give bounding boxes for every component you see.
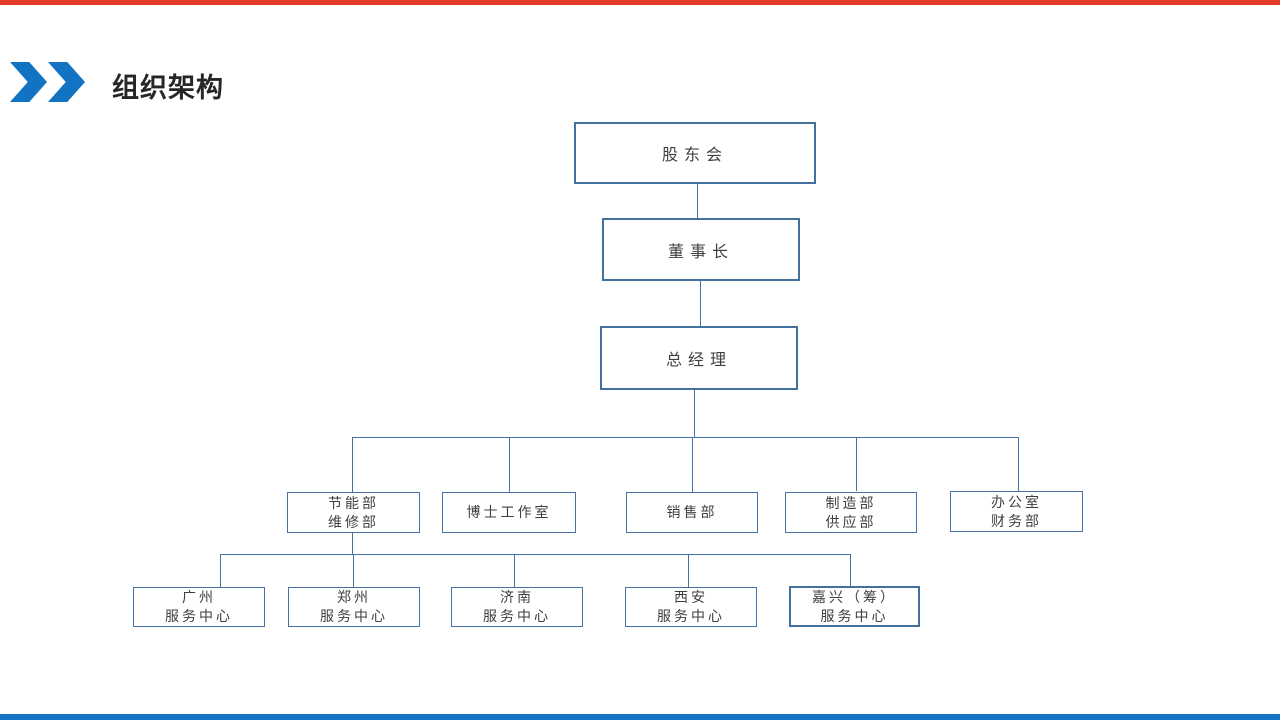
org-node-label: 博士工作室 xyxy=(466,504,552,520)
org-node-label: 制造部 xyxy=(825,494,877,511)
chevron-right-icon xyxy=(10,62,47,102)
org-node-label: 西安 xyxy=(674,589,708,605)
chevron-right-icon xyxy=(48,62,85,102)
org-node-jiaxing-service-center: 嘉兴（筹） 服务中心 xyxy=(789,586,920,627)
org-node-label: 股东会 xyxy=(661,147,728,164)
connector-drop-energy xyxy=(352,437,353,492)
connector-drop-xian xyxy=(688,554,689,587)
org-node-label: 维修部 xyxy=(328,513,379,530)
org-node-label: 服务中心 xyxy=(165,608,233,624)
org-node-general-manager: 总经理 xyxy=(600,326,798,390)
org-node-label: 郑州 xyxy=(337,589,371,605)
org-node-xian-service-center: 西安 服务中心 xyxy=(625,587,757,627)
connector-drop-jiaxing xyxy=(850,554,851,586)
org-node-label: 广州 xyxy=(182,589,216,605)
org-node-chairman: 董事长 xyxy=(602,218,800,281)
org-node-guangzhou-service-center: 广州 服务中心 xyxy=(133,587,265,627)
org-node-label: 服务中心 xyxy=(483,608,551,624)
connector-drop-guangzhou xyxy=(220,554,221,587)
org-node-label: 销售部 xyxy=(666,504,718,520)
org-node-jinan-service-center: 济南 服务中心 xyxy=(451,587,583,627)
connector-drop-zhengzhou xyxy=(353,554,354,587)
connector-drop-office xyxy=(1018,437,1019,491)
org-node-manufacturing-supply-dept: 制造部 供应部 xyxy=(785,492,917,533)
connector-drop-jinan xyxy=(514,554,515,587)
org-node-label: 节能部 xyxy=(328,494,379,511)
org-node-label: 嘉兴（筹） xyxy=(812,588,897,605)
top-accent-bar xyxy=(0,0,1280,5)
org-node-office-finance-dept: 办公室 财务部 xyxy=(950,491,1083,532)
connector-gm-trunk xyxy=(694,390,695,437)
page-title: 组织架构 xyxy=(112,73,224,103)
connector-service-rail xyxy=(220,554,850,555)
org-node-label: 财务部 xyxy=(991,512,1042,529)
connector-drop-manufacturing xyxy=(856,437,857,491)
org-node-shareholders: 股东会 xyxy=(574,122,816,184)
org-node-label: 办公室 xyxy=(991,493,1042,510)
bottom-accent-bar xyxy=(0,714,1280,720)
org-node-sales-dept: 销售部 xyxy=(626,492,758,533)
org-node-label: 服务中心 xyxy=(657,608,725,624)
org-node-label: 总经理 xyxy=(665,352,732,369)
org-node-label: 服务中心 xyxy=(320,608,388,624)
connector-drop-sales xyxy=(692,437,693,492)
connector-departments-rail xyxy=(352,437,1018,438)
org-node-label: 董事长 xyxy=(667,243,734,261)
connector-chairman-gm xyxy=(700,281,701,326)
connector-energy-trunk xyxy=(352,533,353,554)
org-node-energy-maintenance-dept: 节能部 维修部 xyxy=(287,492,420,533)
connector-root-chairman xyxy=(697,184,698,218)
org-node-label: 服务中心 xyxy=(820,607,889,624)
org-node-label: 供应部 xyxy=(825,513,877,530)
org-node-label: 济南 xyxy=(500,589,534,605)
org-node-zhengzhou-service-center: 郑州 服务中心 xyxy=(288,587,420,627)
connector-drop-doctor-studio xyxy=(509,437,510,492)
org-node-doctor-studio: 博士工作室 xyxy=(442,492,576,533)
